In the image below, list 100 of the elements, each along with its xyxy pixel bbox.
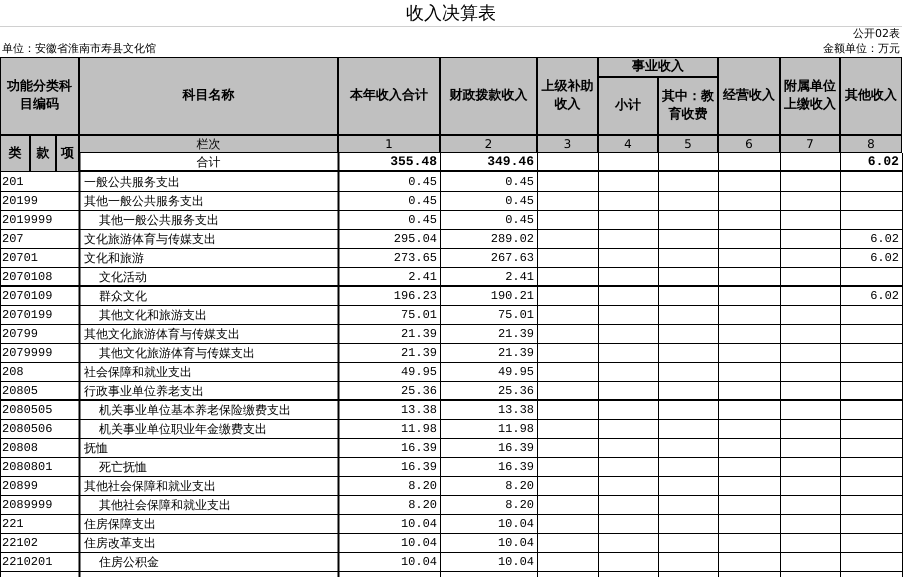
category-code: 2070109 xyxy=(2,288,54,305)
amount-value: 16.39 xyxy=(400,459,438,476)
amount-value: 349.46 xyxy=(486,153,535,171)
column-index: 1 xyxy=(338,135,440,153)
amount-value: 75.01 xyxy=(400,307,438,324)
category-code: 2019999 xyxy=(2,212,54,229)
item-name: 文化活动 xyxy=(98,269,148,286)
column-index: 栏次 xyxy=(79,135,338,153)
table-row xyxy=(0,363,903,382)
amount-value: 25.36 xyxy=(496,383,535,400)
amount-value: 21.39 xyxy=(400,345,438,362)
column-header: 功能分类科目编码 xyxy=(0,57,79,135)
table-row xyxy=(0,401,903,420)
amount-value: 10.04 xyxy=(400,535,438,552)
table-row xyxy=(0,496,903,515)
table-note: 公开02表 xyxy=(852,27,900,42)
table-row xyxy=(0,173,903,192)
category-code: 20799 xyxy=(2,326,40,343)
amount-value: 21.39 xyxy=(496,345,535,362)
amount-value: 289.02 xyxy=(490,231,535,248)
amount-value: 196.23 xyxy=(392,288,438,305)
column-index: 5 xyxy=(658,135,718,153)
column-header: 本年收入合计 xyxy=(338,57,440,135)
table-title: 收入决算表 xyxy=(0,0,902,27)
amount-value: 190.21 xyxy=(490,288,535,305)
item-name: 文化旅游体育与传媒支出 xyxy=(83,231,217,248)
column-header: 款 xyxy=(30,135,56,172)
category-code: 208 xyxy=(2,364,25,381)
amount-value: 2.41 xyxy=(407,269,438,286)
amount-value: 0.45 xyxy=(504,174,535,191)
amount-value: 11.98 xyxy=(400,421,438,438)
item-name: 死亡抚恤 xyxy=(98,459,148,476)
amount-value: 16.39 xyxy=(496,440,535,457)
table-row xyxy=(0,382,903,401)
amount-value: 10.04 xyxy=(496,535,535,552)
category-code: 2089999 xyxy=(2,497,54,514)
table-row xyxy=(0,553,903,572)
column-index: 7 xyxy=(780,135,840,153)
table-row xyxy=(0,192,903,211)
item-name: 住房保障支出 xyxy=(83,516,157,533)
item-name: 机关事业单位职业年金缴费支出 xyxy=(98,421,268,438)
item-name: 住房改革支出 xyxy=(83,535,157,552)
amount-value: 6.02 xyxy=(869,288,900,305)
column-index: 8 xyxy=(840,135,902,153)
amount-value: 6.02 xyxy=(866,153,900,171)
item-name: 文化和旅游 xyxy=(83,250,145,267)
amount-value: 2.41 xyxy=(504,269,535,286)
item-name: 机关事业单位基本养老保险缴费支出 xyxy=(98,402,292,419)
table-row xyxy=(0,439,903,458)
item-name: 其他一般公共服务支出 xyxy=(83,193,205,210)
category-code: 2079999 xyxy=(2,345,54,362)
column-header: 小计 xyxy=(598,77,658,135)
amount-value: 0.45 xyxy=(407,174,438,191)
table-note: 金额单位：万元 xyxy=(822,42,900,57)
category-code: 20805 xyxy=(2,383,40,400)
table-row xyxy=(0,268,903,287)
category-code: 20808 xyxy=(2,440,40,457)
category-code: 201 xyxy=(2,174,25,191)
amount-value: 8.20 xyxy=(504,478,535,495)
column-header: 财政拨款收入 xyxy=(440,57,537,135)
table-row xyxy=(0,325,903,344)
amount-value: 21.39 xyxy=(400,326,438,343)
category-code: 2210201 xyxy=(2,554,54,571)
category-code: 2080801 xyxy=(2,459,54,476)
amount-value: 8.20 xyxy=(407,478,438,495)
column-header: 附属单位上缴收入 xyxy=(780,57,840,135)
column-header: 其他收入 xyxy=(840,57,902,135)
amount-value: 13.38 xyxy=(400,402,438,419)
amount-value: 49.95 xyxy=(496,364,535,381)
amount-value: 10.04 xyxy=(496,554,535,571)
column-index: 6 xyxy=(718,135,780,153)
item-name: 其他文化旅游体育与传媒支出 xyxy=(83,326,241,343)
amount-value: 355.48 xyxy=(389,153,438,171)
item-name: 其他社会保障和就业支出 xyxy=(83,478,217,495)
table-row xyxy=(0,515,903,534)
category-code: 20899 xyxy=(2,478,40,495)
table-note: 单位：安徽省淮南市寿县文化馆 xyxy=(2,42,157,57)
item-name: 一般公共服务支出 xyxy=(83,174,181,191)
category-code: 207 xyxy=(2,231,25,248)
item-name: 群众文化 xyxy=(98,288,148,305)
amount-value: 75.01 xyxy=(496,307,535,324)
amount-value: 267.63 xyxy=(490,250,535,267)
amount-value: 25.36 xyxy=(400,383,438,400)
column-header: 经营收入 xyxy=(718,57,780,135)
table-row xyxy=(79,153,903,172)
item-name: 住房公积金 xyxy=(98,554,160,571)
column-header: 科目名称 xyxy=(79,57,338,135)
table-row xyxy=(0,306,903,325)
amount-value: 16.39 xyxy=(400,440,438,457)
column-index: 3 xyxy=(537,135,598,153)
table-row xyxy=(0,211,903,230)
amount-value: 21.39 xyxy=(496,326,535,343)
table-row xyxy=(0,458,903,477)
category-code: 20199 xyxy=(2,193,40,210)
category-code: 22102 xyxy=(2,535,40,552)
table-row xyxy=(0,287,903,306)
amount-value: 8.20 xyxy=(504,497,535,514)
column-index: 2 xyxy=(440,135,537,153)
item-name: 行政事业单位养老支出 xyxy=(83,383,205,400)
item-name: 社会保障和就业支出 xyxy=(83,364,193,381)
